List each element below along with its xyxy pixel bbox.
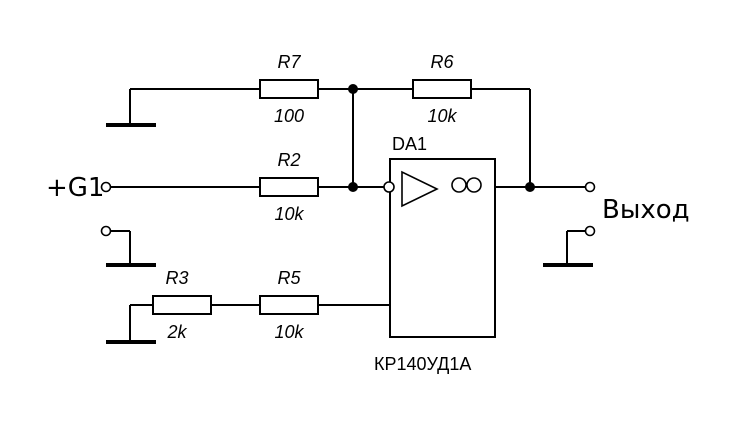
resistor-r7 xyxy=(259,79,319,99)
input-label: +G1 xyxy=(46,173,104,203)
resistor-r5 xyxy=(259,295,319,315)
r2-value: 10k xyxy=(274,204,304,224)
resistor-r6 xyxy=(412,79,472,99)
bottom-row-wires xyxy=(129,304,390,342)
output-label: Выход xyxy=(602,195,690,225)
r7-ref: R7 xyxy=(277,52,301,72)
output-terminal xyxy=(584,181,596,193)
top-row-wires xyxy=(129,88,531,187)
infinity-gain-symbol xyxy=(451,177,482,193)
r2-ref: R2 xyxy=(277,150,300,170)
opamp-body xyxy=(389,158,496,338)
r3-ref: R3 xyxy=(165,268,188,288)
inverting-input-bubble xyxy=(383,181,395,193)
r6-ref: R6 xyxy=(430,52,454,72)
opamp-part-number: КР140УД1А xyxy=(374,354,471,374)
junction-dot-top-left xyxy=(348,84,358,94)
junction-dot-input xyxy=(348,182,358,192)
r6-value: 10k xyxy=(427,106,457,126)
input-terminal xyxy=(100,181,112,193)
r3-value: 2k xyxy=(166,322,187,342)
r5-ref: R5 xyxy=(277,268,301,288)
opamp-triangle-symbol xyxy=(401,170,439,208)
r5-value: 10k xyxy=(274,322,304,342)
input-return-terminal xyxy=(100,225,112,237)
r7-value: 100 xyxy=(274,106,304,126)
resistor-r3 xyxy=(152,295,212,315)
opamp-ref: DA1 xyxy=(392,134,427,154)
output-ground-terminal xyxy=(584,225,596,237)
junction-dot-output xyxy=(525,182,535,192)
resistor-r2 xyxy=(259,177,319,197)
